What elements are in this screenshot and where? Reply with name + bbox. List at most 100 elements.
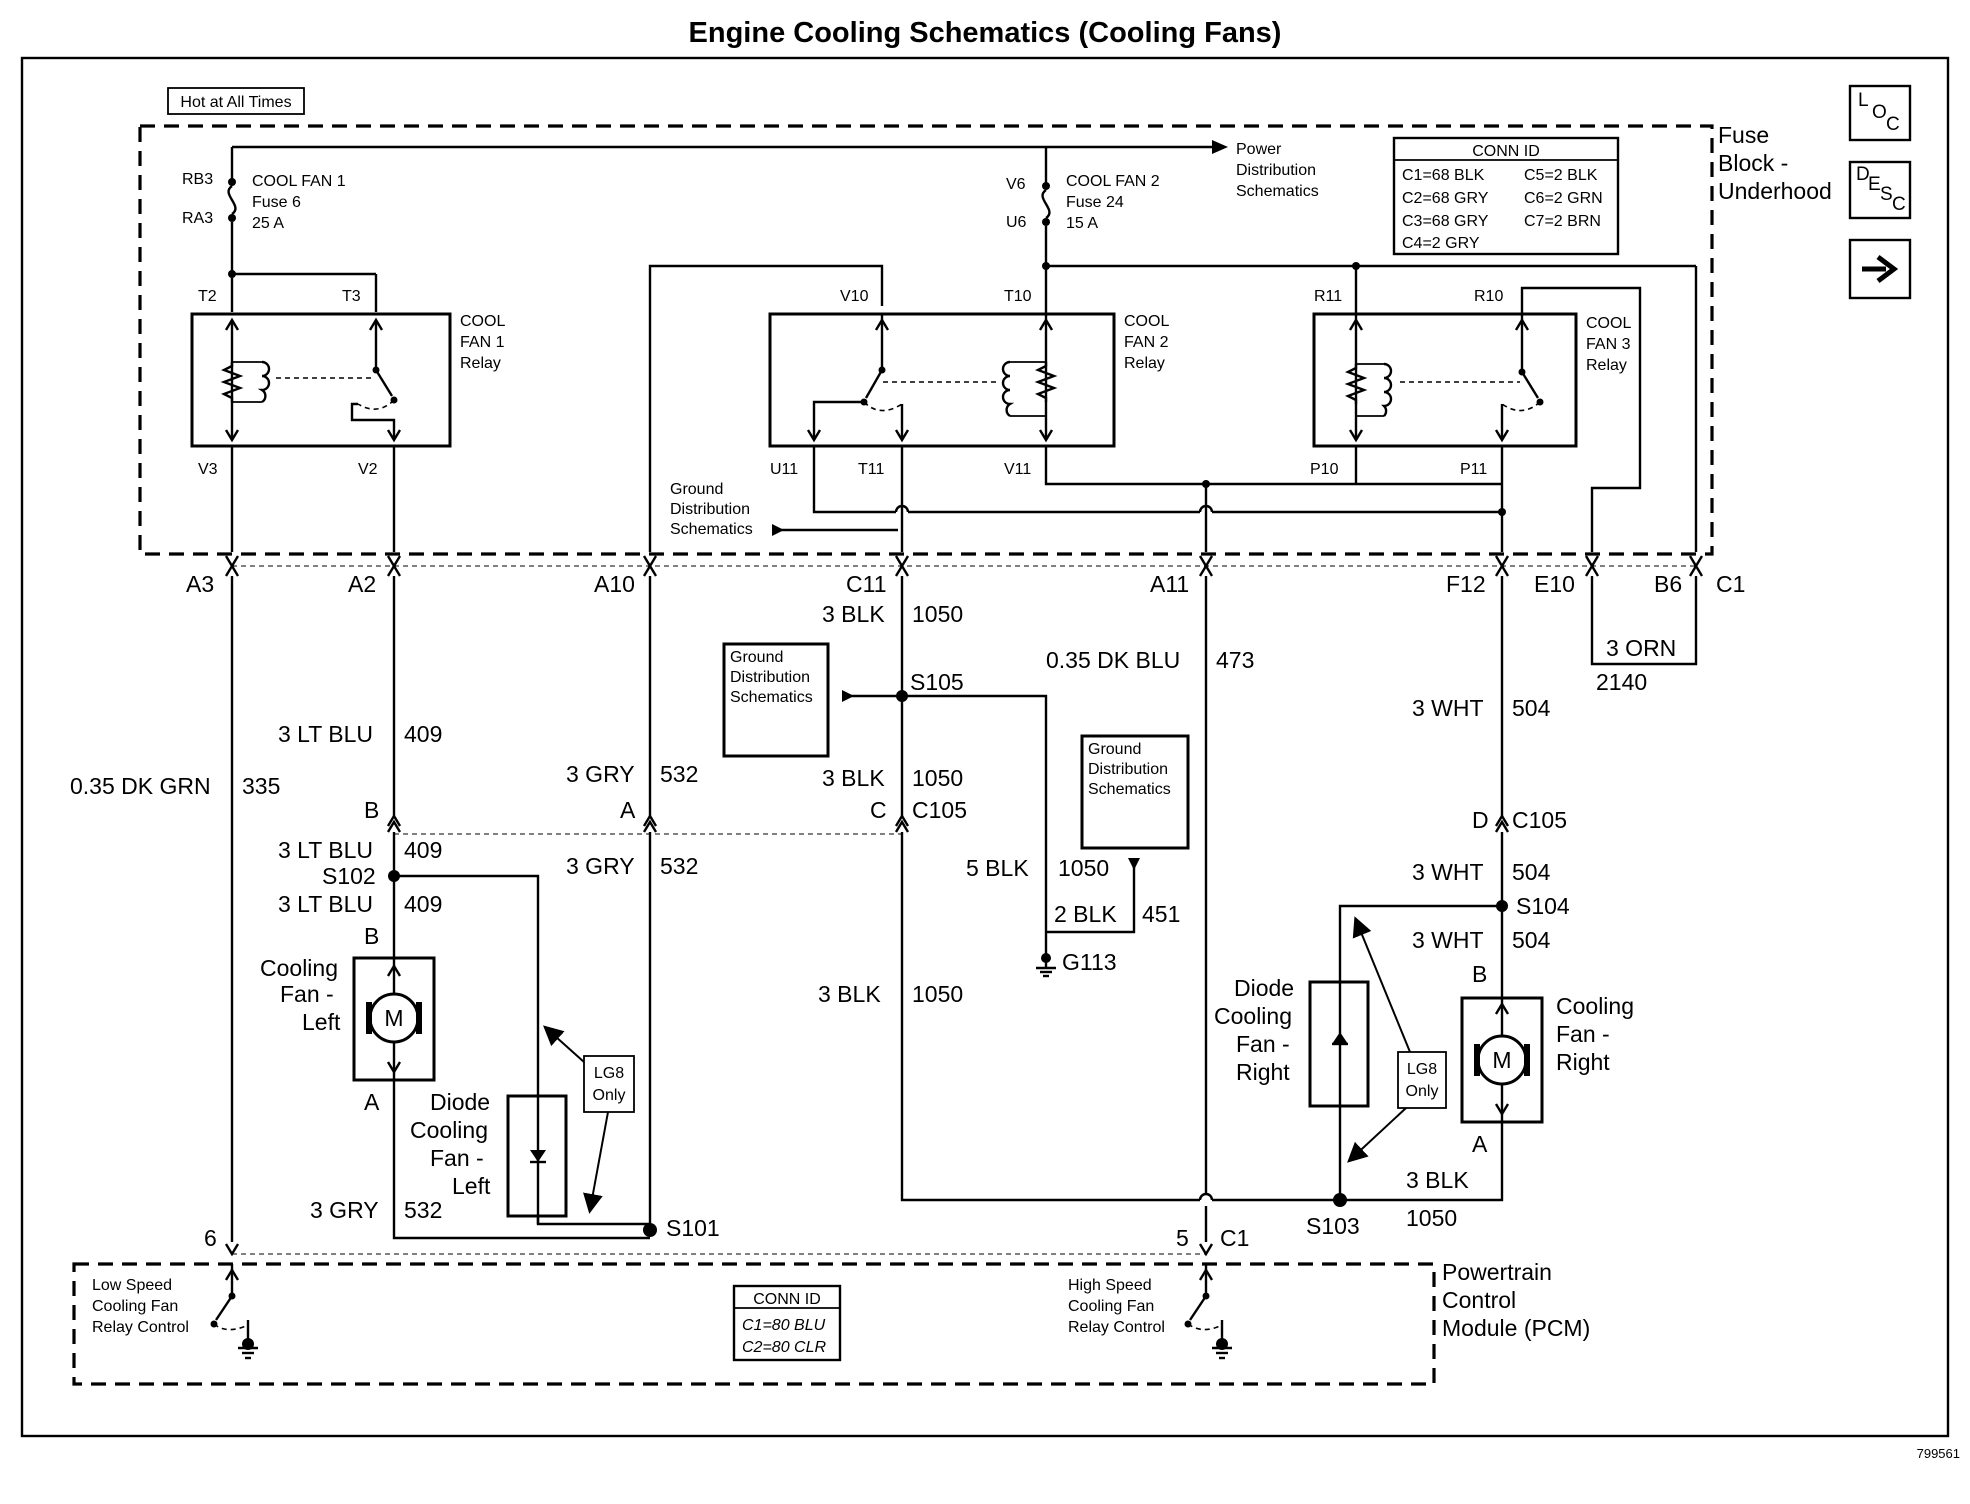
cool-fan-1-relay	[190, 272, 452, 448]
pin-a11: A11	[1150, 571, 1189, 597]
fan-right-pin-a: A	[1472, 1131, 1488, 1157]
c105-d-terminal	[1494, 813, 1510, 833]
diode-left-label-4: Left	[452, 1173, 491, 1199]
connector-c1-pins	[224, 555, 1704, 577]
c105-pin-a: A	[620, 797, 636, 823]
relay3-label-1: COOL	[1586, 315, 1631, 332]
splice-s101	[643, 1223, 657, 1237]
fan-left-pin-b: B	[364, 923, 379, 949]
diode-cooling-fan-left	[506, 1094, 650, 1226]
relay2-pin-v10: V10	[840, 288, 869, 305]
fuse2-line-2: Fuse 24	[1066, 194, 1124, 211]
ground-dist-1c: Schematics	[670, 521, 753, 538]
fan-left-pin-a: A	[364, 1089, 380, 1115]
relay1-pin-v3: V3	[198, 461, 218, 478]
relay1-label-1: COOL	[460, 313, 505, 330]
relay1-label-2: FAN 1	[460, 334, 505, 351]
pcm-pin-5-terminal	[1198, 1243, 1214, 1257]
w335-color: 0.35 DK GRN	[70, 773, 211, 799]
power-dist-3: Schematics	[1236, 183, 1319, 200]
cool-fan-3-relay	[1046, 262, 1698, 552]
w1050-num-2: 1050	[912, 765, 963, 791]
pin-a10: A10	[594, 571, 635, 597]
diagram-frame	[20, 56, 1950, 1438]
diode-left-label-1: Diode	[430, 1089, 490, 1115]
loc-letter-c: C	[1886, 114, 1900, 135]
w532-color-2: 3 GRY	[566, 853, 635, 879]
wire-s102-diode	[394, 874, 540, 1096]
w409-num-2: 409	[404, 837, 442, 863]
diode-right-label-4: Right	[1236, 1059, 1290, 1085]
pcm-label-2: Control	[1442, 1287, 1516, 1313]
lg8-left-2: Only	[593, 1087, 626, 1104]
lg8-left-arrow-down	[583, 1111, 609, 1214]
pcm-pin-6-terminal	[224, 1243, 240, 1257]
loc-button[interactable]: L O C	[1848, 84, 1912, 142]
lg8-right-1: LG8	[1407, 1061, 1437, 1078]
high-speed-3: Relay Control	[1068, 1319, 1165, 1336]
high-speed-1: High Speed	[1068, 1277, 1152, 1294]
fan-right-label-2: Fan -	[1556, 1021, 1610, 1047]
fuse1-line-2: Fuse 6	[252, 194, 301, 211]
w1050-color-3: 3 BLK	[818, 981, 881, 1007]
loc-letter-o: O	[1872, 102, 1887, 123]
w504-color-1: 3 WHT	[1412, 695, 1484, 721]
relay2-label-3: Relay	[1124, 355, 1165, 372]
wire-451	[1046, 864, 1136, 934]
diode-right-label-3: Fan -	[1236, 1031, 1290, 1057]
s103-label: S103	[1306, 1213, 1360, 1239]
w1050b-color: 5 BLK	[966, 855, 1029, 881]
power-arrow-icon	[1212, 140, 1228, 154]
diode-right-label-1: Diode	[1234, 975, 1294, 1001]
ground-dist-1a: Ground	[670, 481, 723, 498]
w1050-color-1: 3 BLK	[822, 601, 885, 627]
diode-left-label-2: Cooling	[410, 1117, 488, 1143]
pin-f12: F12	[1446, 571, 1486, 597]
relay3-pin-p10: P10	[1310, 461, 1339, 478]
lg8-only-left-box	[583, 1055, 635, 1113]
wire-1050-right	[1212, 1134, 1504, 1202]
wire-s104-diode	[1338, 904, 1502, 1200]
fuse-block-internal-wiring	[772, 446, 1506, 552]
pcm-pin-6: 6	[204, 1225, 217, 1251]
conn-id-table-top	[1392, 136, 1620, 256]
fuse2-top-pin: V6	[1006, 176, 1026, 193]
conn-id-table-pcm	[732, 1284, 842, 1362]
desc-button[interactable]: D E S C	[1848, 160, 1912, 220]
pcm-pin-5: 5	[1176, 1225, 1189, 1251]
w1050-color-4: 3 BLK	[1406, 1167, 1469, 1193]
relay2-pin-t11: T11	[858, 461, 884, 478]
fan-left-label-1: Cooling	[260, 955, 338, 981]
g113-label: G113	[1062, 949, 1117, 975]
next-page-button[interactable]	[1848, 238, 1912, 300]
fuse1-line-1: COOL FAN 1	[252, 173, 346, 190]
s101-label: S101	[666, 1215, 720, 1241]
c105-pin-b: B	[364, 797, 379, 823]
cool-fan-2-relay	[648, 264, 1116, 552]
w409-color-3: 3 LT BLU	[278, 891, 373, 917]
w504-color-2: 3 WHT	[1412, 859, 1484, 885]
lg8-right-arrow-up	[1352, 916, 1411, 1053]
ground-dist-2-arrow	[842, 690, 854, 702]
w1050-num-3: 1050	[912, 981, 963, 1007]
conn-id-c7: C7=2 BRN	[1524, 213, 1601, 230]
fan-right-label-1: Cooling	[1556, 993, 1634, 1019]
conn-id-top-title: CONN ID	[1472, 143, 1540, 160]
low-speed-1: Low Speed	[92, 1277, 172, 1294]
c105-label-1: C105	[912, 797, 967, 823]
conn-id-pcm-c2: C2=80 CLR	[742, 1339, 826, 1356]
conn-id-c4: C4=2 GRY	[1402, 235, 1480, 252]
diode-left-label-3: Fan -	[430, 1145, 484, 1171]
ground-dist-2a: Ground	[730, 649, 783, 666]
image-code: 799561	[1917, 1446, 1960, 1461]
cooling-fan-right: B M A	[1460, 961, 1544, 1157]
lg8-only-right-box	[1397, 1051, 1447, 1109]
fuse-block-label-3: Underhood	[1718, 178, 1832, 204]
pin-e10: E10	[1534, 571, 1575, 597]
relay3-pin-p11: P11	[1460, 461, 1487, 478]
wire-1050-lower	[900, 832, 1200, 1202]
c105-a-terminal	[642, 813, 658, 833]
w451-color: 2 BLK	[1054, 901, 1117, 927]
pin-b6: B6	[1654, 571, 1682, 597]
